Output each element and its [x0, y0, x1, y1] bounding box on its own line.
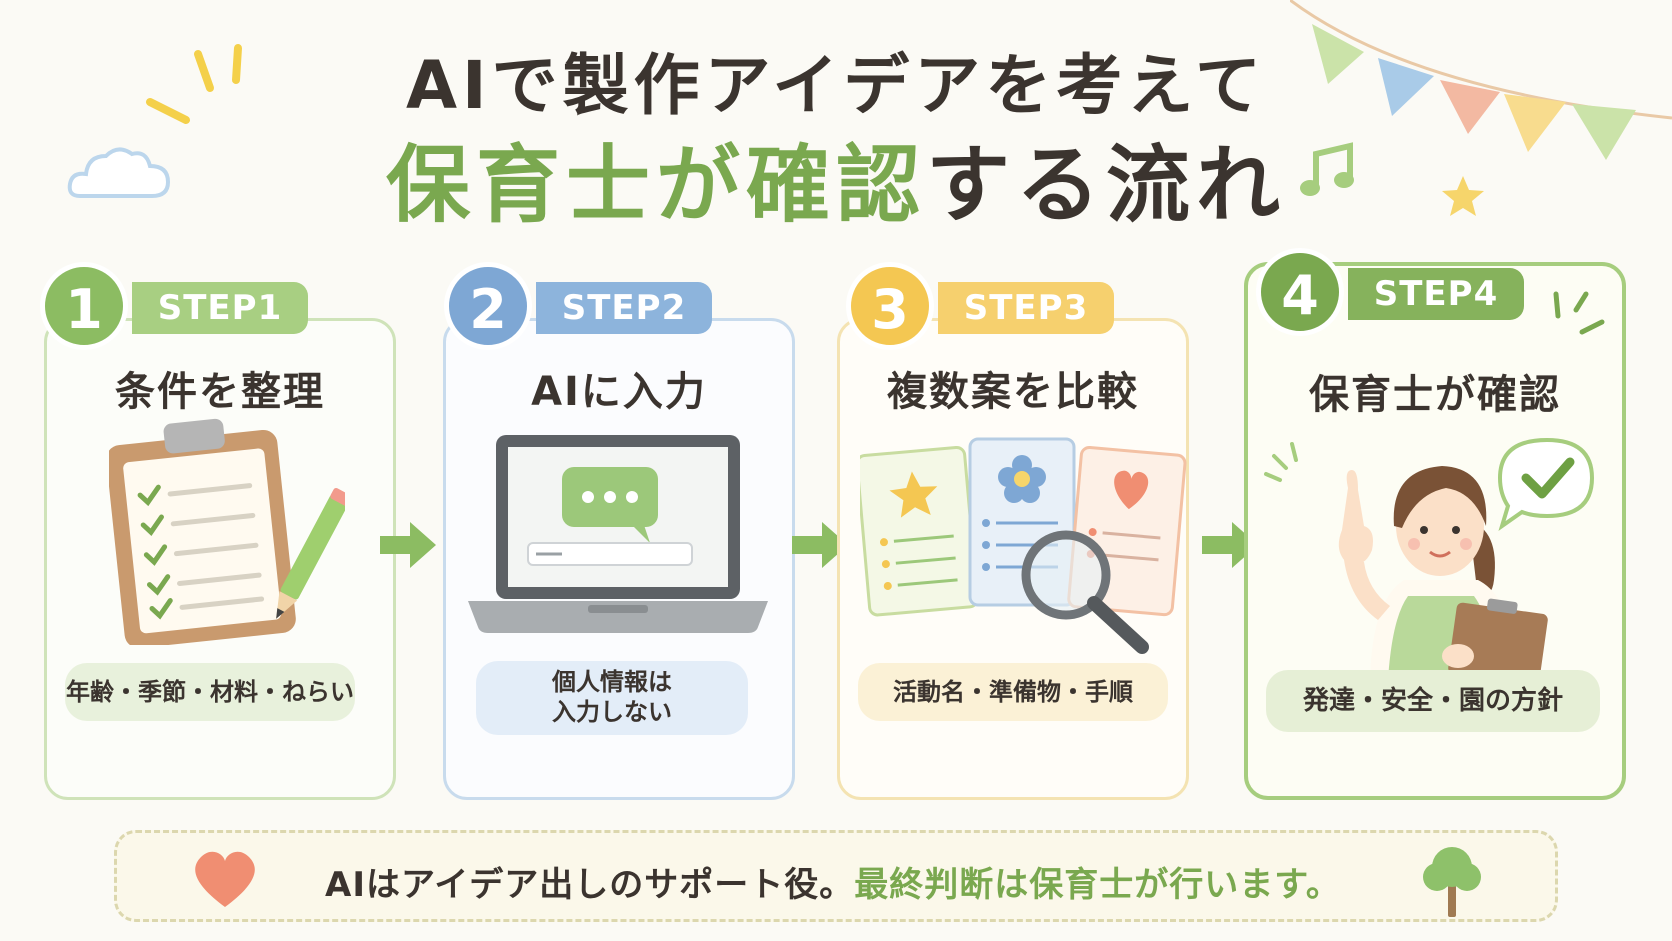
page-subtitle: 保育士が確認する流れ [0, 118, 1672, 239]
step-2-note: 個人情報は 入力しない [476, 661, 748, 735]
summary-text-highlight: 最終判断は保育士が行います。 [854, 865, 1341, 905]
step-4-number: 4 [1256, 248, 1344, 336]
page-title: AIで製作アイデアを考えて [405, 47, 1267, 124]
music-note-icon [1300, 142, 1354, 196]
teacher-illustration [1338, 466, 1548, 680]
step-4-title: 保育士が確認 [1309, 372, 1561, 418]
step-4-tag: STEP4 [1348, 268, 1524, 320]
step-2-note-line2: 入力しない [552, 698, 672, 726]
step-card-4: 保育士が確認 発達・安全・園の方針 [1244, 262, 1626, 800]
cloud-icon [67, 147, 171, 198]
step-2-tag: STEP2 [536, 282, 712, 334]
step-2-title: AIに入力 [531, 369, 707, 415]
step-1-number: 1 [40, 262, 128, 350]
step-1-note: 年齢・季節・材料・ねらい [65, 663, 355, 721]
magnifier-icon [1021, 530, 1149, 654]
arrow-right-icon [792, 522, 848, 568]
summary-banner: AIはアイデア出しのサポート役。最終判断は保育士が行います。 [114, 830, 1558, 922]
step-3-tag: STEP3 [938, 282, 1114, 334]
clipboard-icon [109, 418, 345, 645]
chat-bubble-icon [562, 467, 658, 543]
sparkle-lines-decoration [1553, 291, 1605, 335]
bunting-flags [1290, 0, 1672, 160]
laptop-icon [468, 435, 768, 633]
arrow-right-icon [380, 522, 436, 568]
step-card-2: AIに入力 個人情報は 入力しない [443, 318, 795, 800]
checkmark-bubble-icon [1497, 437, 1595, 531]
subtitle-highlight: 保育士が確認 [385, 136, 926, 234]
heart-icon [195, 851, 255, 907]
flower-icon [998, 455, 1046, 503]
star-icon [1442, 176, 1484, 216]
step-2-number: 2 [444, 262, 532, 350]
sparkle-lines-decoration [146, 44, 242, 124]
pencil-icon [276, 488, 345, 619]
step-4-note: 発達・安全・園の方針 [1266, 670, 1600, 732]
subtitle-rest: する流れ [926, 136, 1287, 234]
summary-text: AIはアイデア出しのサポート役。最終判断は保育士が行います。 [325, 857, 1341, 906]
step-3-note: 活動名・準備物・手順 [858, 663, 1168, 721]
step-1-title: 条件を整理 [115, 369, 325, 415]
summary-text-plain: AIはアイデア出しのサポート役。 [325, 865, 855, 905]
step-card-1: 条件を整理 年齢・季節・材料・ねらい [44, 318, 396, 800]
sparkle-lines-decoration [1264, 442, 1298, 482]
step-3-number: 3 [846, 262, 934, 350]
tree-icon [1423, 847, 1481, 917]
step-2-note-line1: 個人情報は [552, 668, 672, 696]
step-1-tag: STEP1 [132, 282, 308, 334]
step-card-3: 複数案を比較 活動名・準備物・手順 [837, 318, 1189, 800]
cards-icon [860, 437, 1187, 654]
step-3-title: 複数案を比較 [887, 369, 1139, 415]
